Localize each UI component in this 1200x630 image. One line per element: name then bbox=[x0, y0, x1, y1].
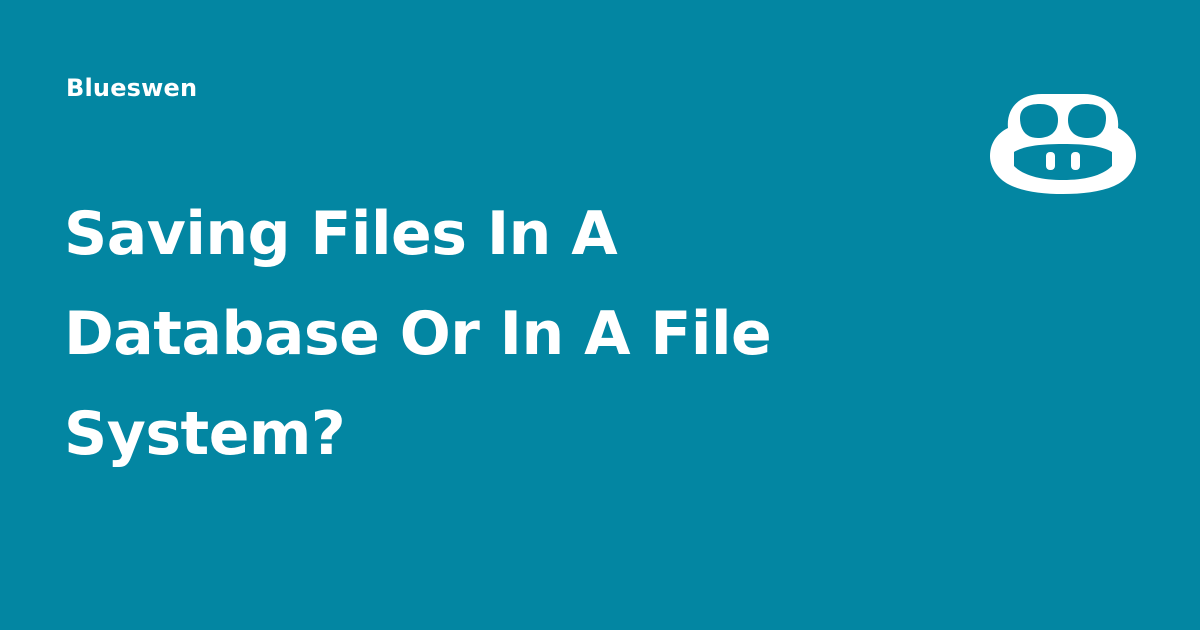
github-copilot-icon bbox=[990, 94, 1136, 194]
author-name: Blueswen bbox=[66, 74, 198, 102]
page-title: Saving Files In A Database Or In A File … bbox=[64, 199, 772, 469]
